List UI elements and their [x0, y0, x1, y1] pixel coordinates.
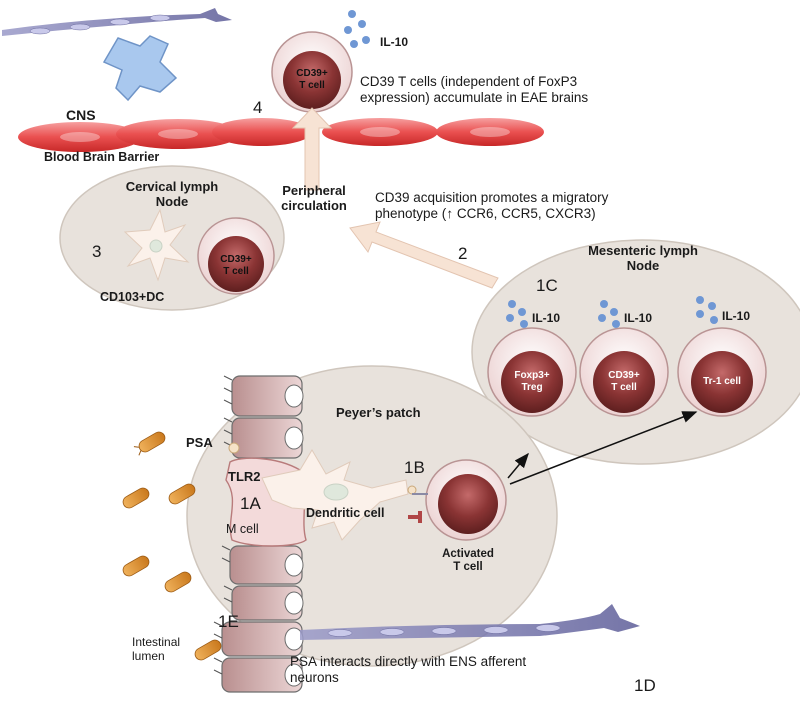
migratory-line1: CD39 acquisition promotes a migratory: [375, 190, 609, 205]
il10-b-label: IL-10: [624, 311, 653, 325]
intestinal-line1: Intestinal: [132, 635, 181, 649]
cervical-cell-line1: CD39+: [220, 254, 252, 265]
step-1d-label: 1D: [634, 676, 656, 695]
cns-cd39-t-cell: [271, 31, 353, 113]
step-1a-label: 1A: [240, 494, 261, 513]
peripheral-circulation: Peripheral circulation: [272, 183, 356, 214]
mes-cd39-line2: T cell: [611, 381, 637, 393]
peyers-patch-label: Peyer’s patch: [336, 405, 421, 420]
intestinal-lumen-label: Intestinal lumen: [132, 635, 181, 664]
ens-note: PSA interacts directly with ENS afferent…: [290, 654, 526, 685]
cd103-dc-label: CD103+DC: [100, 290, 165, 304]
psa-label: PSA: [186, 435, 213, 450]
activation-arrows: [507, 411, 698, 485]
ens-line1: PSA interacts directly with ENS afferent: [290, 654, 527, 669]
cervical-cell-line2: T cell: [223, 265, 249, 277]
il10-a-label: IL-10: [532, 311, 561, 325]
il10-top-label: IL-10: [380, 35, 409, 49]
cytokine-dots-icon: [344, 10, 370, 48]
bacterium-icon: [122, 431, 222, 661]
step-1c-label: 1C: [536, 276, 558, 295]
cervical-lymph-node: [59, 165, 285, 311]
dendritic-cell-label: Dendritic cell: [306, 506, 385, 520]
arrow-to-cns: [291, 107, 333, 191]
astrocyte-icon: [102, 35, 178, 102]
migratory-note: CD39 acquisition promotes a migratory ph…: [375, 190, 608, 221]
cns-cell-label: CD39+ T cell: [285, 68, 339, 91]
arrow-migration: [349, 221, 499, 289]
m-cell-label: M cell: [226, 522, 259, 536]
top-neuron-icon: [2, 8, 232, 36]
blood-brain-barrier: [18, 118, 544, 152]
il10-c-label: IL-10: [722, 309, 751, 323]
cns-cell-label-line1: CD39+: [296, 68, 328, 79]
mes-cd39-cell-label: CD39+ T cell: [596, 370, 652, 393]
cns-note-line1: CD39 T cells (independent of FoxP3: [360, 74, 578, 89]
peripheral-line2: circulation: [281, 197, 347, 213]
cervical-cell-label: CD39+ T cell: [209, 254, 263, 277]
up-arrow-icon: ↑: [446, 205, 454, 221]
migratory-line2-a: phenotype (: [375, 205, 447, 221]
foxp3-cell-label: Foxp3+ Treg: [504, 370, 560, 393]
step-1b-label: 1B: [404, 458, 425, 477]
cervical-title-line1: Cervical lymph: [125, 179, 219, 194]
mesenteric-lymph-node: [471, 239, 800, 465]
migratory-line2-b: CCR6, CCR5, CXCR3): [453, 205, 596, 221]
bottom-neuron-icon: [300, 604, 640, 640]
step-4-label: 4: [253, 98, 263, 117]
cervical-title-line2: Node: [155, 193, 189, 209]
foxp3-line2: Treg: [521, 381, 543, 393]
cns-note: CD39 T cells (independent of FoxP3 expre…: [360, 74, 588, 105]
mes-cd39-line1: CD39+: [608, 370, 640, 381]
mesenteric-title-line2: Node: [626, 257, 660, 273]
foxp3-line1: Foxp3+: [514, 370, 550, 381]
cns-note-line2: expression) accumulate in EAE brains: [360, 89, 589, 105]
step-1e-label: 1E: [218, 612, 239, 631]
cervical-node-title: Cervical lymph Node: [120, 179, 224, 210]
step-2-label: 2: [458, 244, 468, 263]
activated-line1: Activated: [442, 548, 494, 560]
tlr2-label: TLR2: [228, 469, 261, 484]
intestinal-line2: lumen: [132, 648, 165, 663]
mesenteric-title-line1: Mesenteric lymph: [588, 243, 698, 258]
peripheral-line1: Peripheral: [282, 183, 346, 198]
mesenteric-node-title: Mesenteric lymph Node: [582, 243, 704, 274]
cns-label: CNS: [66, 107, 96, 123]
activated-line2: T cell: [453, 561, 483, 574]
tr1-cell-label: Tr-1 cell: [703, 376, 741, 387]
cns-cell-label-line2: T cell: [299, 79, 325, 91]
bbb-label: Blood Brain Barrier: [44, 150, 160, 164]
ens-line2: neurons: [290, 669, 339, 685]
dendritic-cell-icon: [228, 442, 417, 541]
step-3-label: 3: [92, 242, 102, 261]
migratory-line2: phenotype (↑ CCR6, CCR5, CXCR3): [375, 206, 608, 222]
activated-t-cell: [408, 459, 507, 541]
activated-t-cell-label: Activated T cell: [436, 548, 500, 574]
